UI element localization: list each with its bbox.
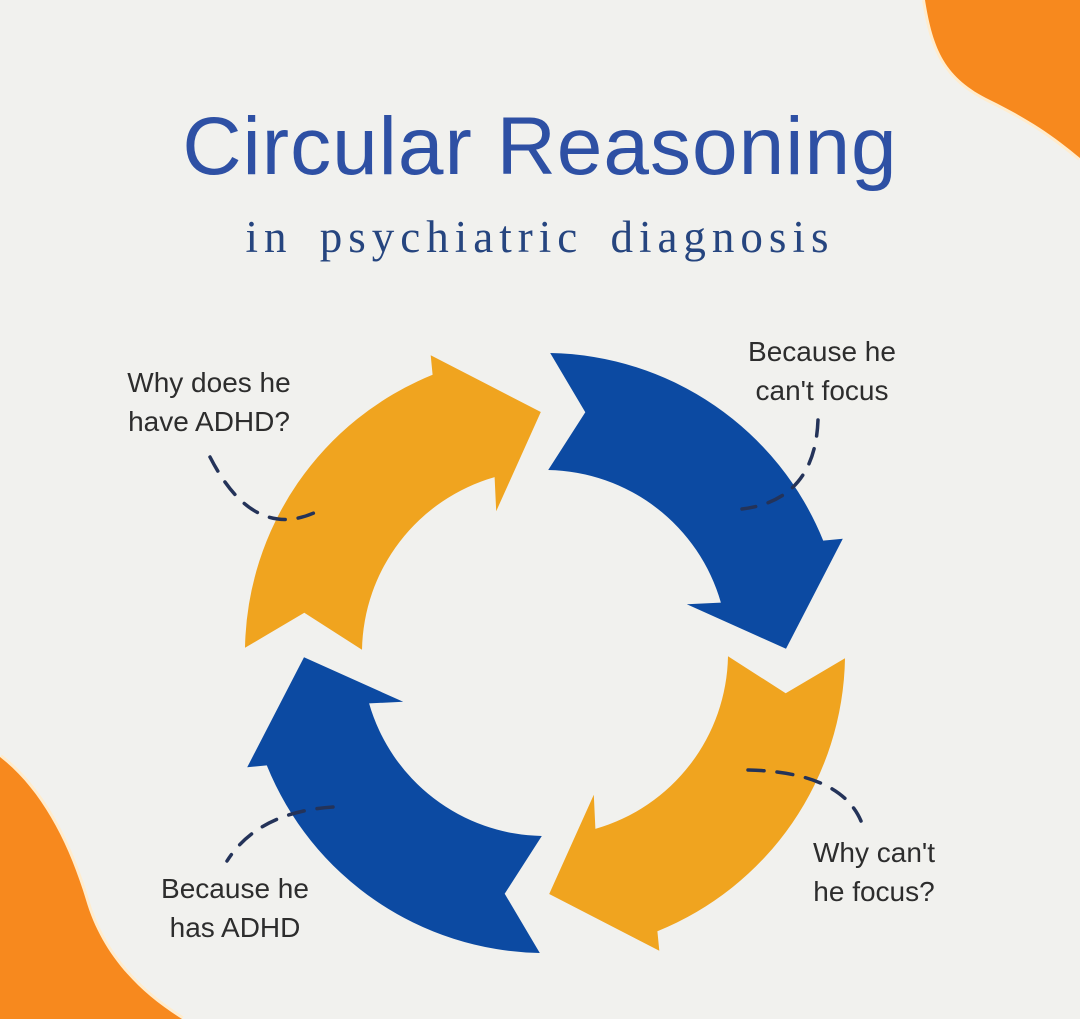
label-line: he focus? [813,875,935,907]
cycle-arrows [245,353,845,953]
cycle-arrow-top-right [548,353,843,649]
label-line: have ADHD? [128,405,290,437]
label-line: has ADHD [169,911,301,943]
corner-blob-bottom-left [0,757,182,1019]
page-title: Circular Reasoning [182,101,898,192]
label-because-he-cant-focus: Because he can't focus [707,333,937,410]
cycle-arrow-top-left [245,355,541,650]
label-why-cant-he-focus: Why can't he focus? [759,834,989,911]
corner-blob-top-right [925,0,1080,158]
label-line: Because he [748,336,896,367]
label-line: Why does he [127,367,291,398]
label-line: Because he [161,873,309,904]
cycle-arrow-bottom-right [549,656,845,951]
cycle-arrow-bottom-left [247,657,542,953]
connector-because-he-cant-focus [740,418,820,511]
page-subtitle: in psychiatric diagnosis [245,212,835,262]
connector-why-cant-he-focus [746,768,863,823]
label-because-he-has-adhd: Because he has ADHD [120,870,350,947]
label-line: Why can't [812,837,936,868]
connector-because-he-has-adhd [225,805,335,863]
label-why-does-he-have-adhd: Why does he have ADHD? [94,364,324,441]
label-line: can't focus [755,374,889,406]
connector-why-does-he-have-adhd [208,455,324,522]
